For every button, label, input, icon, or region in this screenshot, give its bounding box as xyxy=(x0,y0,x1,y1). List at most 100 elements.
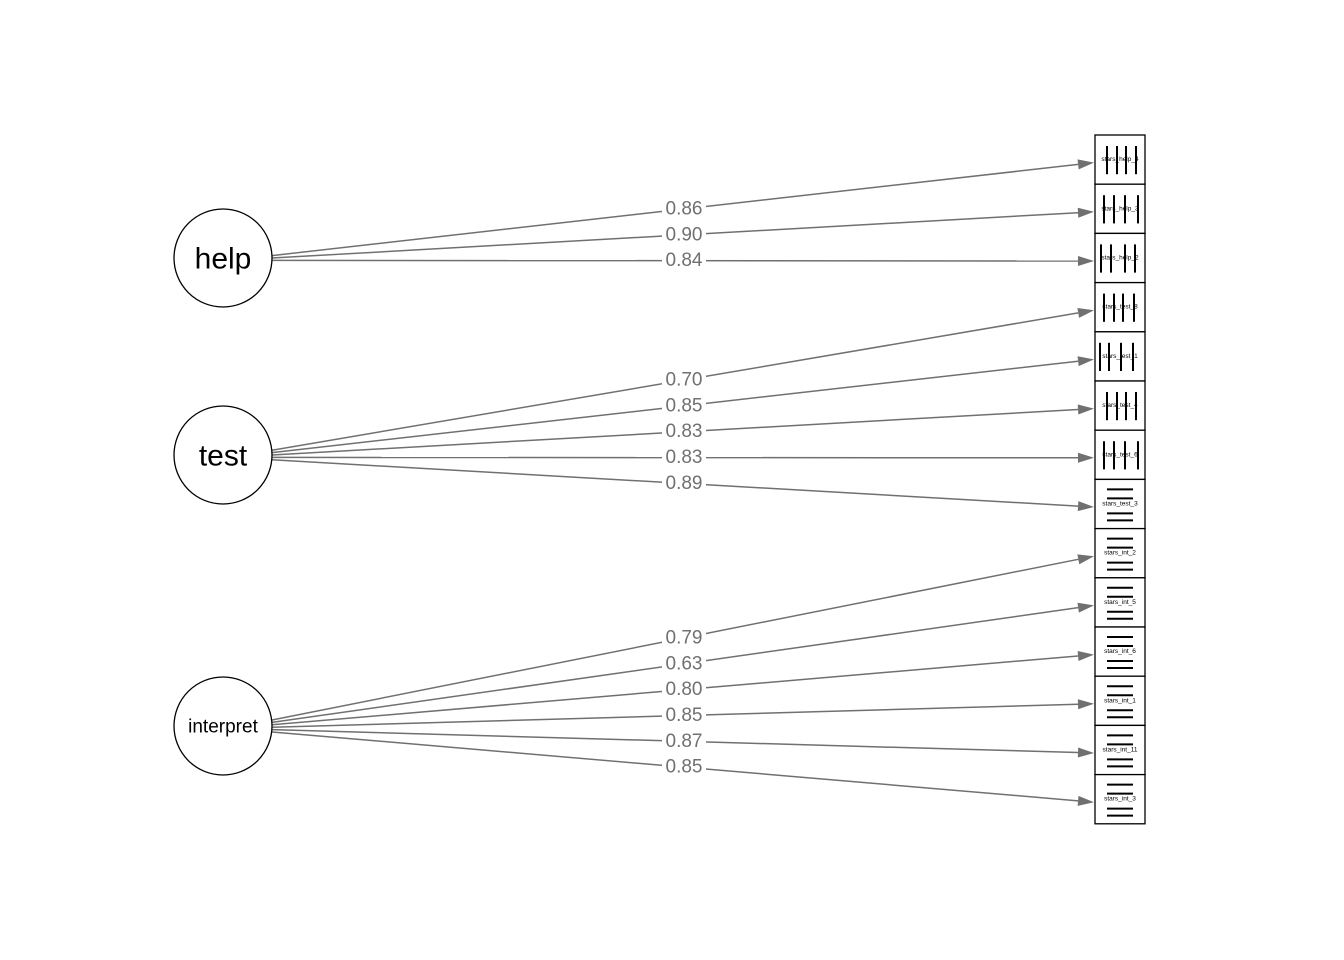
edge-label-background xyxy=(662,654,706,673)
vertical-bars-icon xyxy=(1106,146,1137,175)
observed-node-stars_int_5[interactable]: stars_int_5 xyxy=(1094,577,1146,628)
edge-label-background xyxy=(662,474,706,493)
arrowhead-icon xyxy=(1077,501,1094,512)
observed-box xyxy=(1094,232,1146,284)
vertical-bars-icon xyxy=(1100,244,1136,273)
observed-label: stars_int_2 xyxy=(1104,550,1136,557)
arrowhead-icon xyxy=(1077,795,1094,806)
loading-label: 0.85 xyxy=(666,757,703,778)
vertical-bars-icon xyxy=(1099,342,1134,371)
latent-node-help[interactable]: help xyxy=(173,208,273,308)
horizontal-bars-icon xyxy=(1107,537,1133,571)
arrowhead-icon xyxy=(1077,650,1094,661)
vertical-bars-icon xyxy=(1103,195,1139,224)
loading-label: 0.79 xyxy=(666,627,703,648)
horizontal-bars-icon xyxy=(1107,488,1133,522)
edge-label-background xyxy=(662,396,706,415)
edge-labels-layer: 0.86 0.90 0.84 0.70 0.85 0.83 0.83 0.89 0.79 0.63… xyxy=(662,198,706,778)
arrowhead-icon xyxy=(1077,159,1094,170)
vertical-bars-icon xyxy=(1103,293,1135,322)
horizontal-bars-icon xyxy=(1107,586,1133,620)
vertical-bars-icon xyxy=(1103,441,1139,470)
observed-node-stars_help_2[interactable]: stars_help_2 xyxy=(1094,232,1146,284)
loading-label: 0.85 xyxy=(666,395,703,416)
loading-label: 0.85 xyxy=(666,705,703,726)
observed-node-stars_int_2[interactable]: stars_int_2 xyxy=(1094,527,1146,579)
edge-label-background xyxy=(662,251,706,270)
observed-label: stars_test_1 xyxy=(1102,353,1138,360)
edge-label-background xyxy=(662,422,706,441)
observed-box xyxy=(1094,380,1146,431)
arrowhead-icon xyxy=(1077,356,1094,367)
arrowhead-icon xyxy=(1077,307,1094,318)
observed-node-stars_int_6[interactable]: stars_int_6 xyxy=(1094,626,1146,677)
observed-layer: stars_help_4 stars_help_3 stars_help_2star… xyxy=(1094,134,1146,825)
observed-label: stars_int_6 xyxy=(1104,648,1136,655)
latent-label: test xyxy=(199,440,248,473)
observed-label: stars_test_3 xyxy=(1102,501,1138,508)
latent-node-test[interactable]: test xyxy=(173,405,273,505)
observed-label: stars_test_4 xyxy=(1102,402,1138,409)
edge-label-background xyxy=(662,225,706,244)
edge-label-background xyxy=(662,758,706,777)
loading-label: 0.80 xyxy=(666,679,703,700)
observed-node-stars_test_8[interactable]: stars_test_8 xyxy=(1094,281,1146,333)
loading-label: 0.89 xyxy=(666,473,703,494)
edge-label-background xyxy=(662,732,706,751)
vertical-bars-icon xyxy=(1106,392,1137,421)
observed-node-stars_int_3[interactable]: stars_int_3 xyxy=(1094,773,1146,825)
arrowhead-icon xyxy=(1077,602,1094,613)
observed-box xyxy=(1094,675,1146,727)
latent-label: interpret xyxy=(188,717,258,738)
latent-node-interpret[interactable]: interpret xyxy=(173,676,273,776)
observed-label: stars_int_3 xyxy=(1104,796,1136,803)
observed-label: stars_help_4 xyxy=(1101,156,1139,163)
latent-label: help xyxy=(195,243,252,276)
edge-label-background xyxy=(662,706,706,725)
horizontal-bars-icon xyxy=(1107,636,1133,669)
observed-node-stars_help_3[interactable]: stars_help_3 xyxy=(1094,183,1146,235)
loading-label: 0.83 xyxy=(666,421,703,442)
observed-node-stars_test_6[interactable]: stars_test_6 xyxy=(1094,429,1146,481)
arrowhead-icon xyxy=(1077,207,1094,218)
observed-label: stars_int_5 xyxy=(1104,599,1136,606)
edge-label-background xyxy=(662,371,706,390)
observed-node-stars_test_3[interactable]: stars_test_3 xyxy=(1094,478,1146,530)
loading-label: 0.70 xyxy=(666,370,703,391)
edge-label-background xyxy=(662,199,706,218)
edge-label-background xyxy=(662,448,706,467)
loading-label: 0.87 xyxy=(666,731,703,752)
observed-label: stars_int_11 xyxy=(1103,747,1138,754)
latent-layer: help test interpret xyxy=(173,208,273,776)
latent-circle xyxy=(173,208,273,308)
arrowhead-icon xyxy=(1077,554,1094,565)
observed-label: stars_test_6 xyxy=(1102,451,1138,458)
observed-node-stars_test_4[interactable]: stars_test_4 xyxy=(1094,380,1146,431)
loading-label: 0.86 xyxy=(666,198,703,219)
arrowhead-icon xyxy=(1077,699,1094,710)
observed-node-stars_test_1[interactable]: stars_test_1 xyxy=(1094,331,1146,382)
edge-label-background xyxy=(662,628,706,647)
loading-label: 0.63 xyxy=(666,653,703,674)
latent-circle xyxy=(173,676,273,776)
edge-label-background xyxy=(662,680,706,699)
horizontal-bars-icon xyxy=(1107,685,1133,719)
arrowhead-icon xyxy=(1077,255,1094,266)
observed-node-stars_help_4[interactable]: stars_help_4 xyxy=(1094,134,1146,185)
observed-label: stars_help_3 xyxy=(1101,205,1139,212)
loading-label: 0.84 xyxy=(666,250,703,271)
loading-label: 0.83 xyxy=(666,447,703,468)
latent-circle xyxy=(173,405,273,505)
horizontal-bars-icon xyxy=(1107,783,1133,817)
arrowhead-icon xyxy=(1077,747,1094,758)
observed-node-stars_int_11[interactable]: stars_int_11 xyxy=(1094,724,1146,776)
observed-label: stars_test_8 xyxy=(1102,304,1138,311)
horizontal-bars-icon xyxy=(1107,734,1133,768)
observed-label: stars_int_1 xyxy=(1104,697,1136,704)
observed-node-stars_int_1[interactable]: stars_int_1 xyxy=(1094,675,1146,727)
observed-label: stars_help_2 xyxy=(1101,255,1139,262)
arrowhead-icon xyxy=(1077,404,1094,415)
loading-label: 0.90 xyxy=(666,224,703,245)
arrowhead-icon xyxy=(1077,452,1094,463)
